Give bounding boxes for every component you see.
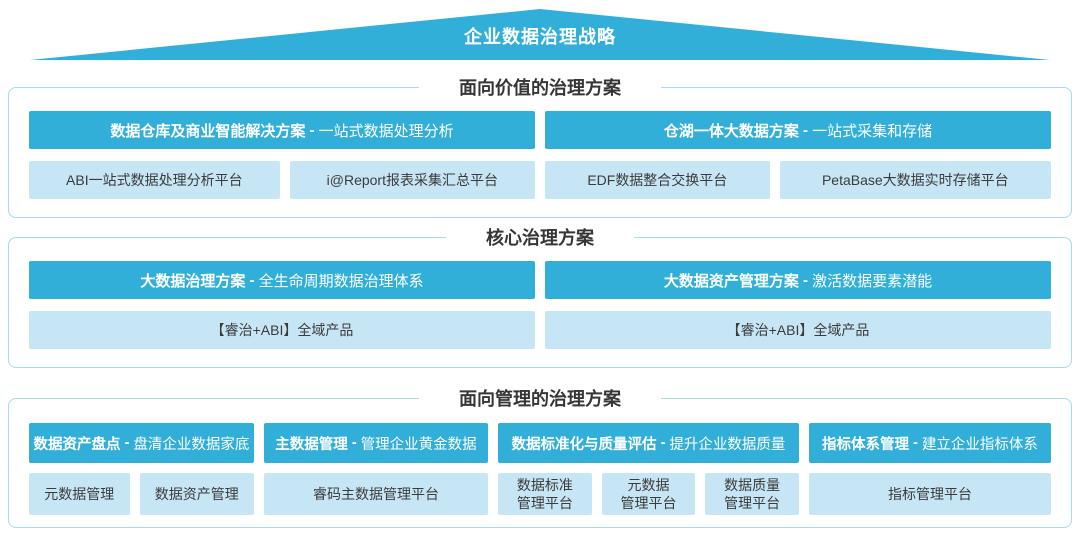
product-items-row: 【睿治+ABI】全域产品 xyxy=(29,311,535,349)
product-items-row: 指标管理平台 xyxy=(809,473,1051,515)
product-item: PetaBase大数据实时存储平台 xyxy=(779,161,1051,199)
solution-tagline: 盘清企业数据家底 xyxy=(133,436,250,453)
solution-header: 大数据治理方案 - 全生命周期数据治理体系 xyxy=(29,261,535,299)
roof-triangle-icon xyxy=(30,9,1050,60)
solution-header: 大数据资产管理方案 - 激活数据要素潜能 xyxy=(545,261,1051,299)
solution-tagline: 建立企业指标体系 xyxy=(921,436,1038,453)
product-item: 元数据 管理平台 xyxy=(601,473,696,515)
solution-name: 大数据治理方案 xyxy=(140,272,246,290)
product-item: 【睿治+ABI】全域产品 xyxy=(545,311,1051,349)
solution-header: 数据仓库及商业智能解决方案 - 一站式数据处理分析 xyxy=(29,111,535,149)
solution-name: 主数据管理 xyxy=(275,436,348,453)
product-items-row: 【睿治+ABI】全域产品 xyxy=(545,311,1051,349)
section-panel: 面向管理的治理方案数据资产盘点 - 盘清企业数据家底元数据管理数据资产管理主数据… xyxy=(8,385,1072,528)
columns-row: 大数据治理方案 - 全生命周期数据治理体系【睿治+ABI】全域产品大数据资产管理… xyxy=(29,261,1051,349)
solution-name: 数据资产盘点 xyxy=(33,436,121,453)
solution-name: 数据仓库及商业智能解决方案 xyxy=(110,122,306,140)
solution-tagline: 一站式数据处理分析 xyxy=(318,122,454,140)
product-items-row: 睿码主数据管理平台 xyxy=(264,473,488,515)
solution-column: 指标体系管理 - 建立企业指标体系指标管理平台 xyxy=(809,423,1051,515)
header-separator: - xyxy=(347,435,361,451)
header-separator: - xyxy=(909,435,922,451)
product-item: ABI一站式数据处理分析平台 xyxy=(29,161,280,199)
header-separator: - xyxy=(245,271,259,289)
solution-name: 大数据资产管理方案 xyxy=(663,272,799,290)
product-item: 元数据管理 xyxy=(29,473,130,515)
solution-column: 数据资产盘点 - 盘清企业数据家底元数据管理数据资产管理 xyxy=(29,423,254,515)
header-separator: - xyxy=(120,435,134,451)
solution-header: 仓湖一体大数据方案 - 一站式采集和存储 xyxy=(545,111,1051,149)
solution-header: 数据资产盘点 - 盘清企业数据家底 xyxy=(29,423,254,463)
product-items-row: 元数据管理数据资产管理 xyxy=(29,473,254,515)
section-panel: 核心治理方案大数据治理方案 - 全生命周期数据治理体系【睿治+ABI】全域产品大… xyxy=(8,224,1072,368)
section-title: 核心治理方案 xyxy=(446,224,634,252)
columns-row: 数据资产盘点 - 盘清企业数据家底元数据管理数据资产管理主数据管理 - 管理企业… xyxy=(29,423,1051,515)
solution-header: 主数据管理 - 管理企业黄金数据 xyxy=(264,423,488,463)
product-item: i@Report报表采集汇总平台 xyxy=(289,161,536,199)
solution-tagline: 一站式采集和存储 xyxy=(812,122,933,140)
solution-column: 大数据治理方案 - 全生命周期数据治理体系【睿治+ABI】全域产品 xyxy=(29,261,535,349)
solution-tagline: 提升企业数据质量 xyxy=(669,436,786,453)
product-item: 数据资产管理 xyxy=(139,473,254,515)
solution-header: 指标体系管理 - 建立企业指标体系 xyxy=(809,423,1051,463)
product-item: 【睿治+ABI】全域产品 xyxy=(29,311,535,349)
header-separator: - xyxy=(305,121,319,139)
solution-tagline: 管理企业黄金数据 xyxy=(360,436,477,453)
solution-column: 数据标准化与质量评估 - 提升企业数据质量数据标准 管理平台元数据 管理平台数据… xyxy=(498,423,800,515)
header-separator: - xyxy=(656,435,670,451)
product-items-row: 数据标准 管理平台元数据 管理平台数据质量 管理平台 xyxy=(498,473,800,515)
solution-header: 数据标准化与质量评估 - 提升企业数据质量 xyxy=(498,423,799,463)
solution-column: 主数据管理 - 管理企业黄金数据睿码主数据管理平台 xyxy=(264,423,488,515)
product-item: 数据质量 管理平台 xyxy=(705,473,800,515)
solution-tagline: 激活数据要素潜能 xyxy=(812,272,933,290)
solution-name: 数据标准化与质量评估 xyxy=(511,436,657,453)
header-separator: - xyxy=(798,121,813,139)
roof-banner: 企业数据治理战略 xyxy=(0,0,1080,60)
product-item: EDF数据整合交换平台 xyxy=(545,161,770,199)
product-item: 数据标准 管理平台 xyxy=(498,473,592,515)
section-panel: 面向价值的治理方案数据仓库及商业智能解决方案 - 一站式数据处理分析 ABI一站式… xyxy=(8,74,1072,218)
solution-name: 仓湖一体大数据方案 xyxy=(663,122,799,140)
solution-tagline: 全生命周期数据治理体系 xyxy=(258,272,424,290)
section-title: 面向管理的治理方案 xyxy=(419,385,661,413)
header-separator: - xyxy=(798,271,813,289)
solution-column: 大数据资产管理方案 - 激活数据要素潜能【睿治+ABI】全域产品 xyxy=(545,261,1051,349)
sections-wrapper: 面向价值的治理方案数据仓库及商业智能解决方案 - 一站式数据处理分析 ABI一站式… xyxy=(8,74,1072,528)
product-item: 睿码主数据管理平台 xyxy=(264,473,488,515)
product-item: 指标管理平台 xyxy=(809,473,1051,515)
solution-name: 指标体系管理 xyxy=(822,436,910,453)
strategy-title: 企业数据治理战略 xyxy=(464,27,616,47)
section-title: 面向价值的治理方案 xyxy=(419,74,661,102)
